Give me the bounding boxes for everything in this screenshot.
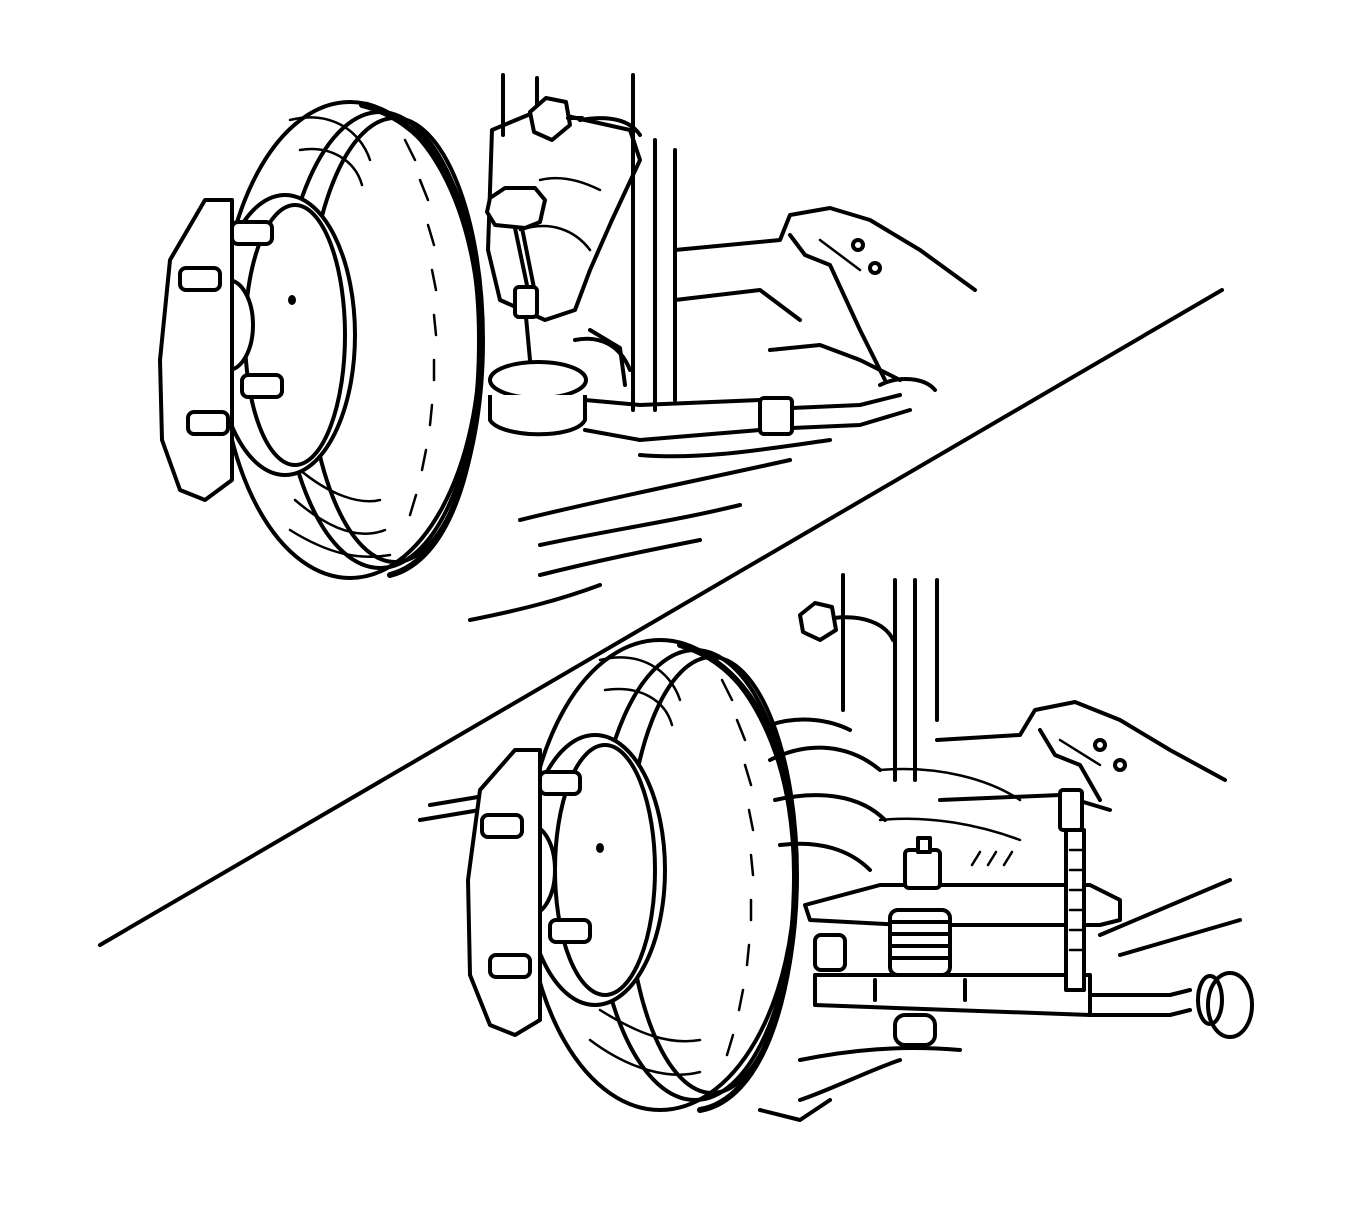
lower-spring-compressor — [803, 788, 1122, 1047]
upper-tie-rod — [583, 377, 937, 442]
upper-frame-member — [673, 206, 977, 382]
upper-panel — [158, 73, 977, 622]
panel-divider — [98, 288, 1224, 947]
upper-ball-joint — [488, 328, 632, 437]
lower-panel — [418, 573, 1254, 1122]
lower-wheel-studs — [480, 770, 592, 979]
lower-tie-rod — [1088, 878, 1254, 1039]
upper-wheel-studs — [178, 220, 284, 436]
lower-frame-member — [935, 700, 1227, 812]
upper-brake-caliper — [158, 198, 234, 502]
upper-underbody-lines — [468, 343, 902, 622]
lower-brake-caliper — [466, 748, 542, 1037]
lower-rotor-vents — [720, 678, 755, 1057]
lower-strut-nut — [798, 601, 895, 642]
upper-wheel-hub — [201, 193, 357, 477]
upper-knuckle-nut — [528, 96, 642, 142]
upper-strut-rails — [501, 73, 677, 412]
upper-separator-tool — [485, 186, 547, 362]
upper-rotor-vents — [403, 138, 438, 517]
lower-strut-rails — [841, 573, 939, 782]
lower-rod-threads — [1068, 848, 1086, 952]
lower-coil-spring — [888, 908, 952, 977]
